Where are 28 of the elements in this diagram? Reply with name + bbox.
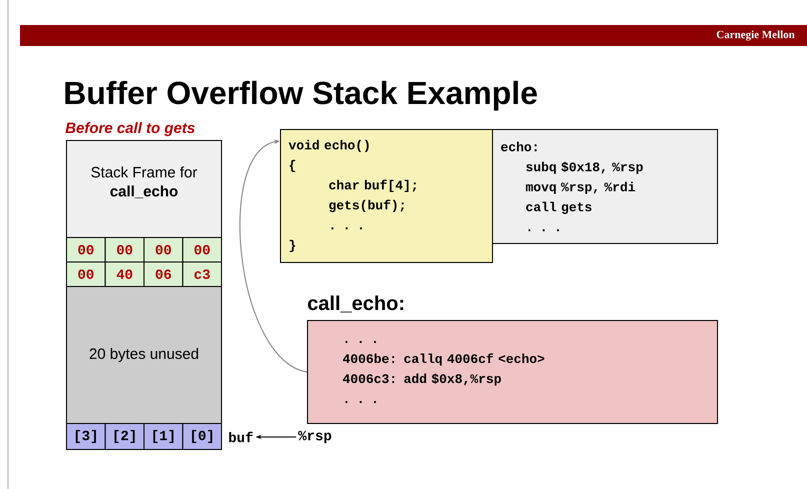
buf-label: buf xyxy=(229,432,253,442)
buffer-cell: [2] xyxy=(104,423,144,450)
byte-cell: c3 xyxy=(182,262,222,287)
disassembly-box: . . . 4006be: callq 4006cf <echo> 4006c3: add $0x8,%rsp . . . xyxy=(307,320,718,424)
byte-cell: 00 xyxy=(66,237,106,262)
node-label: . . . xyxy=(345,341,376,343)
assembly-code-box: echo: subq $0x18, %rsp movq %rsp, %rdi call gets . . . xyxy=(492,129,718,244)
byte-cell: 00 xyxy=(104,237,144,262)
heading: call_echo: xyxy=(308,296,404,312)
buffer-cell: [1] xyxy=(144,423,184,450)
node-label: 4006c3: add $0x8,%rsp xyxy=(342,373,501,386)
header-text: Carnegie Mellon xyxy=(716,30,795,41)
byte-cell: 00 xyxy=(182,237,222,262)
byte-cell: 06 xyxy=(144,262,184,287)
node-label: . . . xyxy=(345,401,376,403)
arrow xyxy=(239,140,308,372)
stack-frame-box: Stack Frame for call_echo xyxy=(66,140,222,238)
byte-cell: 00 xyxy=(66,262,106,287)
byte-cell: 40 xyxy=(104,262,144,287)
buffer-cell: [0] xyxy=(182,423,222,450)
c-code-box: void echo() { char buf[4]; gets(buf); . . . } xyxy=(280,129,493,263)
byte-cell: 00 xyxy=(144,237,184,262)
title: Buffer Overflow Stack Example xyxy=(65,80,537,111)
unused-space-box: 20 bytes unused xyxy=(66,286,222,424)
register-label: %rsp xyxy=(298,430,332,444)
buffer-cell: [3] xyxy=(66,423,106,450)
node-label: 4006be: callq 4006cf <echo> xyxy=(342,353,544,366)
subtitle: Before call to gets xyxy=(65,122,195,136)
